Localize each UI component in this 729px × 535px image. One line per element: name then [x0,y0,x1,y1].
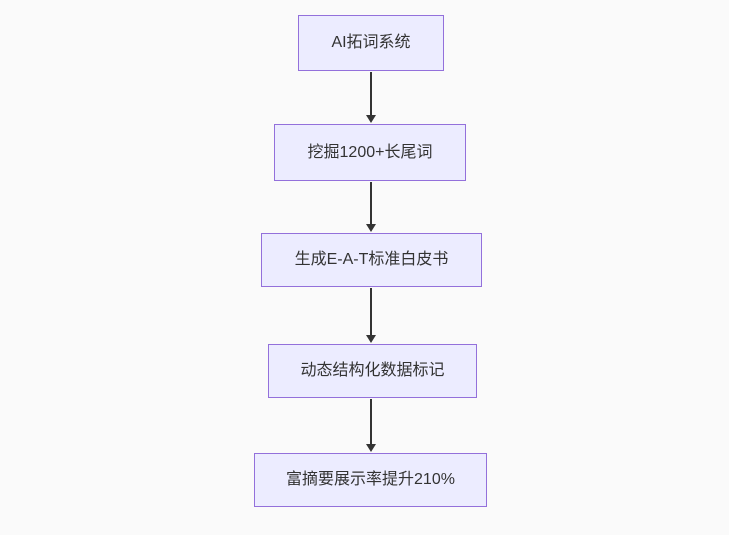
flow-edge-3 [361,288,381,343]
flow-node-longtail-mining: 挖掘1200+长尾词 [274,124,466,181]
flow-node-ai-keyword-system: AI拓词系统 [298,15,444,71]
flow-node-label: 挖掘1200+长尾词 [307,143,433,161]
arrowhead-down-icon [366,335,376,343]
flow-edge-1 [361,72,381,123]
flow-node-eat-whitepaper: 生成E-A-T标准白皮书 [261,233,482,287]
arrowhead-down-icon [366,115,376,123]
arrow-line [370,288,372,335]
flow-node-label: 动态结构化数据标记 [300,362,445,380]
arrow-line [370,399,372,444]
arrowhead-down-icon [366,444,376,452]
arrow-line [370,182,372,224]
flow-node-label: 富摘要展示率提升210% [286,471,455,489]
flow-node-structured-data-markup: 动态结构化数据标记 [268,344,477,398]
arrowhead-down-icon [366,224,376,232]
flow-node-rich-snippet-rate: 富摘要展示率提升210% [254,453,487,507]
flow-edge-2 [361,182,381,232]
arrow-line [370,72,372,115]
flow-node-label: 生成E-A-T标准白皮书 [294,251,449,269]
flow-edge-4 [361,399,381,452]
flow-node-label: AI拓词系统 [331,34,411,52]
